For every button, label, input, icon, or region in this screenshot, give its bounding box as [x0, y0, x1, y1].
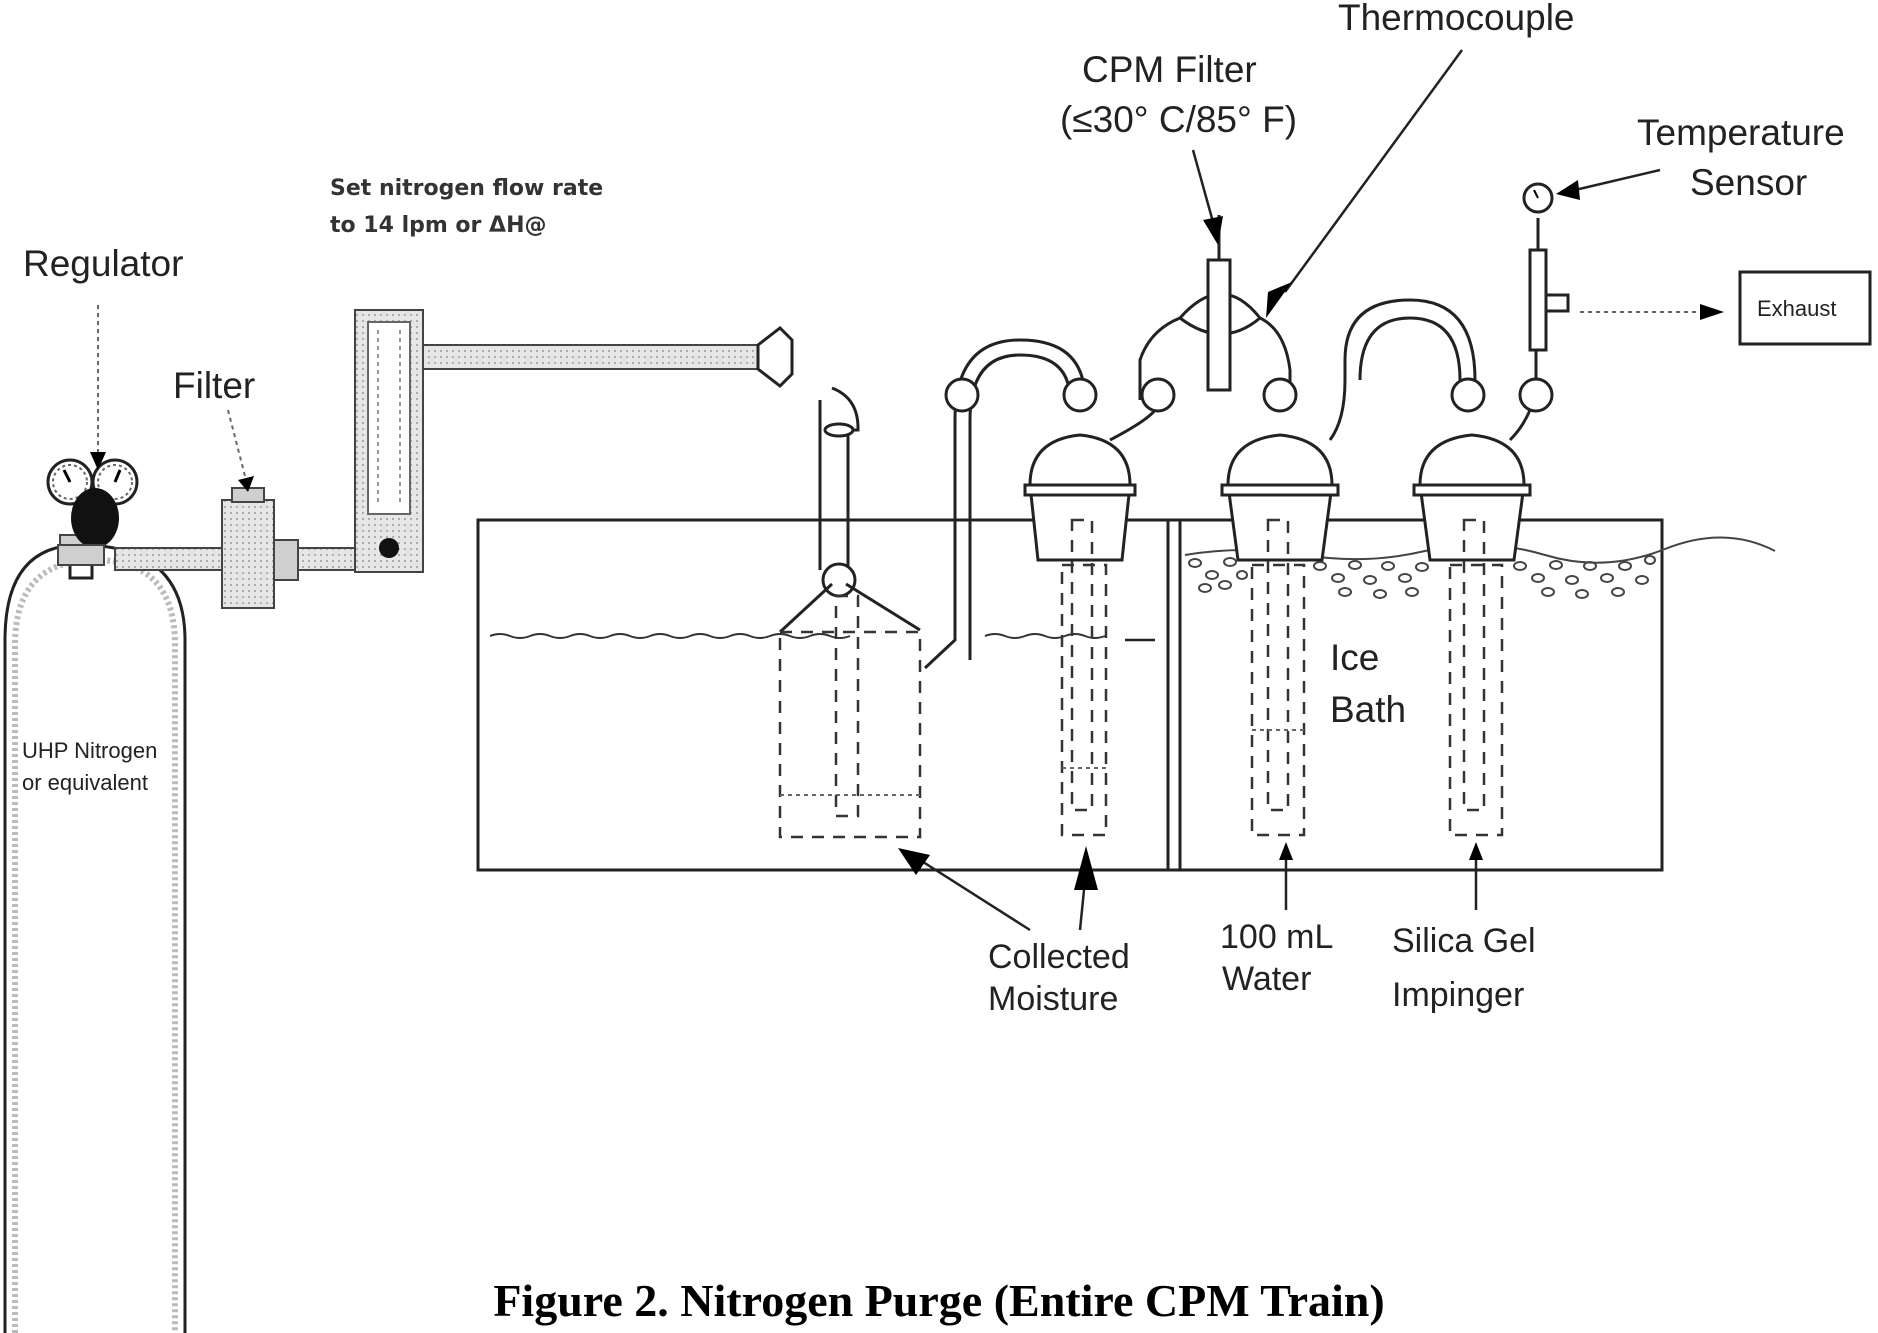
exhaust-box — [1738, 270, 1872, 346]
filter-pointer — [227, 409, 247, 481]
silica-gel-label-line2: Impinger — [1392, 976, 1524, 1014]
flow-note-line2: to 14 lpm or ΔH@ — [330, 213, 547, 238]
cylinder-label-line1: UHP Nitrogen — [22, 738, 157, 763]
temperature-sensor-label-line1: Temperature — [1637, 112, 1845, 153]
cpm-filter — [1177, 215, 1263, 392]
impinger-3 — [1220, 377, 1340, 837]
collected-moisture-label-line1: Collected — [988, 938, 1130, 976]
ice-bath-container — [476, 518, 1776, 872]
impinger-2 — [1023, 377, 1137, 837]
silica-gel-label-line1: Silica Gel — [1392, 922, 1536, 960]
cpm-filter-label-line2: (≤30° C/85° F) — [1060, 99, 1297, 140]
temperature-sensor-label-line2: Sensor — [1690, 162, 1807, 203]
cylinder-label-line2: or equivalent — [22, 770, 148, 795]
filter-label: Filter — [173, 365, 255, 406]
connector-3-4 — [1328, 298, 1477, 441]
water-label-line1: 100 mL — [1220, 918, 1333, 956]
regulator — [46, 458, 139, 566]
connector-2-filter — [1138, 316, 1181, 400]
rotameter — [354, 309, 794, 573]
water-label-line2: Water — [1222, 960, 1311, 998]
collected-moisture-label-line2: Moisture — [988, 980, 1118, 1018]
figure-caption: Figure 2. Nitrogen Purge (Entire CPM Tra… — [493, 1275, 1384, 1326]
impinger-4 — [1412, 377, 1532, 837]
gas-line — [114, 487, 359, 609]
cpm-filter-label-line1: CPM Filter — [1082, 49, 1257, 90]
thermocouple-pointer — [1283, 49, 1464, 293]
nitrogen-cylinder: UHP Nitrogen or equivalent — [3, 534, 187, 1333]
exhaust-label: Exhaust — [1757, 296, 1837, 321]
impinger-1 — [778, 386, 922, 839]
ice-bath-label-line1: Ice — [1330, 637, 1379, 678]
temperature-sensor — [1522, 182, 1570, 352]
ice-bath-label-line2: Bath — [1330, 689, 1406, 730]
flow-note-line1: Set nitrogen flow rate — [330, 176, 603, 201]
thermocouple-label: Thermocouple — [1338, 0, 1575, 38]
regulator-label: Regulator — [23, 243, 183, 284]
